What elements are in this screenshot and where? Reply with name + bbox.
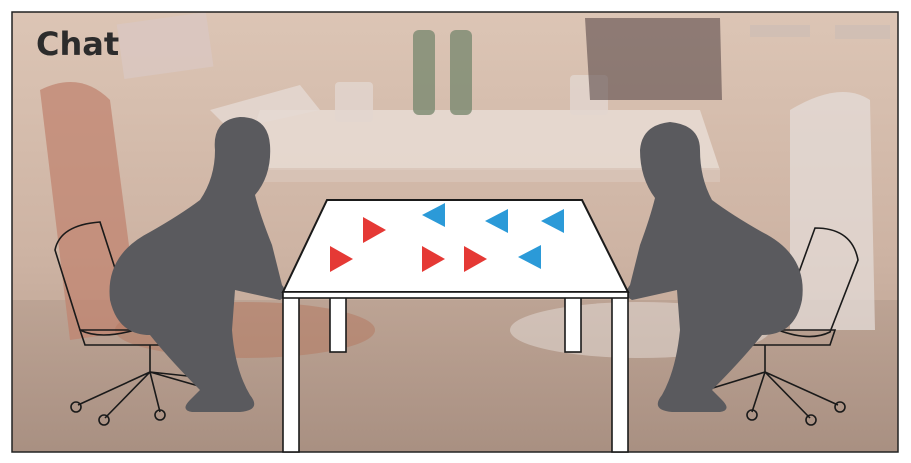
title: Chat <box>36 25 119 63</box>
table-top <box>283 200 628 292</box>
